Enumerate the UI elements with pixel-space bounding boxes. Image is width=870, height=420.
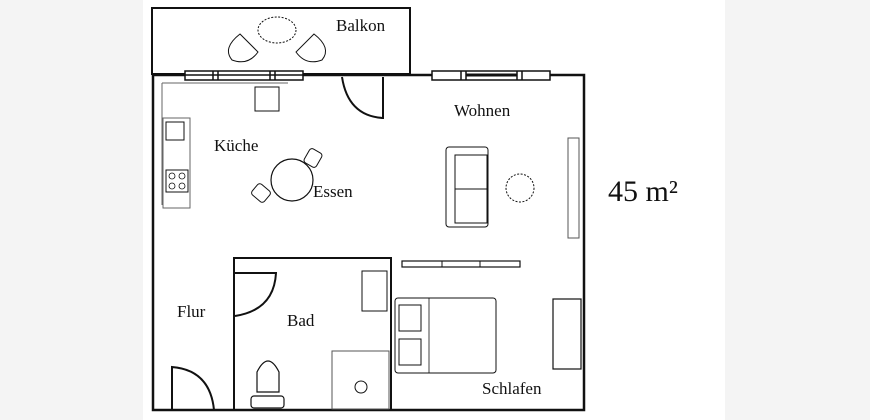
balcony-table — [257, 16, 297, 44]
sink — [165, 121, 185, 141]
dresser — [552, 298, 582, 370]
dining-table — [270, 158, 314, 202]
floor-plan-sheet — [143, 0, 725, 420]
bed — [394, 297, 497, 374]
fridge — [254, 86, 280, 112]
pillow — [398, 304, 422, 332]
balcony-door — [341, 76, 384, 120]
dining-chair — [303, 148, 323, 168]
bathroom-walls — [233, 257, 392, 411]
bathroom-sink — [361, 270, 388, 312]
stove — [165, 169, 189, 193]
room-label-balkon: Balkon — [336, 16, 386, 35]
room-label-essen: Essen — [313, 182, 353, 201]
kitchen-counter — [161, 82, 288, 205]
apartment-walls — [151, 73, 586, 412]
bathroom-door — [234, 272, 278, 317]
room-label-flur: Flur — [177, 302, 206, 321]
shower — [331, 350, 390, 410]
window-living — [431, 70, 551, 81]
entrance-door — [171, 365, 215, 411]
dining-chair — [251, 183, 271, 203]
toilet — [256, 360, 280, 393]
balcony-chair-left — [227, 33, 259, 63]
wardrobe — [401, 260, 521, 268]
window-kitchen — [184, 70, 304, 81]
balcony-chair-right — [295, 33, 327, 63]
room-label-wohnen: Wohnen — [454, 101, 511, 120]
room-label-kueche: Küche — [214, 136, 259, 155]
tv-unit — [567, 137, 580, 239]
area-label: 45 m² — [608, 175, 678, 208]
pillow — [398, 338, 422, 366]
kitchen-counter-side — [162, 117, 191, 209]
sofa — [445, 146, 489, 228]
coffee-table — [505, 173, 535, 203]
room-label-bad: Bad — [287, 311, 315, 330]
room-label-schlafen: Schlafen — [482, 379, 542, 398]
